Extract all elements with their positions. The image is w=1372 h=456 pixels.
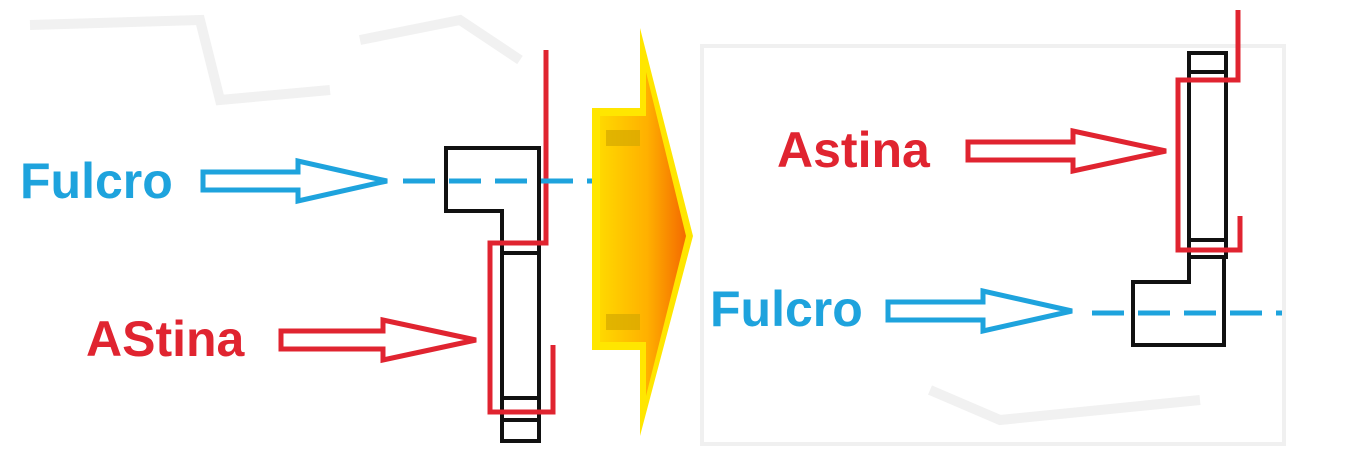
- right-fulcrum-block: [1131, 255, 1226, 347]
- left-astina-outline: [487, 50, 556, 415]
- left-assembly: [444, 50, 556, 443]
- left-astina-label: AStina: [86, 311, 246, 367]
- right-astina-arrow: [965, 127, 1167, 175]
- right-assembly: [1131, 10, 1243, 347]
- right-rod: [1187, 51, 1228, 259]
- left-fulcrum-arrow: [200, 157, 388, 205]
- left-fulcrum-label: Fulcro: [20, 153, 173, 209]
- right-astina-label: Astina: [777, 122, 931, 178]
- transition-arrow: [592, 28, 693, 436]
- right-astina-outline: [1175, 10, 1243, 253]
- right-fulcrum-label: Fulcro: [710, 281, 863, 337]
- background-sketch: [29, 14, 1201, 426]
- left-fulcrum-block: [444, 146, 541, 245]
- right-fulcrum-arrow: [885, 287, 1073, 335]
- left-astina-arrow: [278, 316, 477, 364]
- right-panel-frame: [700, 44, 1286, 446]
